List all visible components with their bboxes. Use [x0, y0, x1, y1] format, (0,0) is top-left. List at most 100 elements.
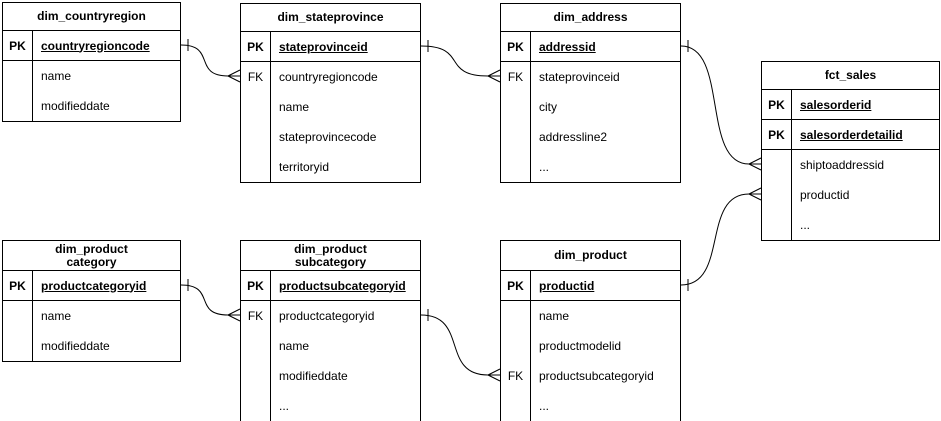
field-name: salesorderid — [800, 97, 872, 112]
field-name: stateprovinceid — [279, 39, 368, 54]
key-cell-empty — [501, 92, 531, 122]
row-dim_address-addressline2[interactable]: addressline2 — [501, 122, 680, 152]
row-dim_productsubcategory-productcategoryid[interactable]: FK productcategoryid — [241, 301, 420, 331]
row-dim_stateprovince-stateprovincecode[interactable]: stateprovincecode — [241, 122, 420, 152]
pk-badge: PK — [501, 32, 531, 61]
table-title[interactable]: fct_sales — [762, 62, 939, 90]
edge-curve[interactable] — [680, 193, 750, 286]
table-title[interactable]: dim_stateprovince — [241, 4, 420, 32]
cardinality-many-crow-foot — [227, 69, 241, 83]
pk-badge: PK — [3, 31, 33, 60]
row-dim_productsubcategory-more[interactable]: ... — [241, 391, 420, 421]
field-name: ... — [539, 399, 550, 413]
field-name: ... — [800, 218, 811, 232]
fk-badge: FK — [241, 62, 271, 92]
field-name: modifieddate — [41, 339, 110, 353]
table-title[interactable]: dim_product — [501, 241, 680, 271]
key-cell-empty — [241, 92, 271, 122]
row-dim_address-stateprovinceid[interactable]: FK stateprovinceid — [501, 62, 680, 92]
field-name: modifieddate — [279, 369, 348, 383]
key-cell-empty — [241, 391, 271, 421]
relationship-productsubcategory-to-product[interactable] — [420, 309, 501, 382]
row-dim_product-name[interactable]: name — [501, 301, 680, 331]
row-dim_address-addressid[interactable]: PK addressid — [501, 32, 680, 62]
row-dim_stateprovince-territoryid[interactable]: territoryid — [241, 152, 420, 182]
table-title[interactable]: dim_product category — [3, 241, 180, 271]
table-title[interactable]: dim_address — [501, 4, 680, 32]
relationship-product-to-fctsales[interactable] — [680, 187, 762, 291]
table-title[interactable]: dim_countryregion — [3, 3, 180, 31]
row-dim_address-city[interactable]: city — [501, 92, 680, 122]
row-dim_productcategory-modifieddate[interactable]: modifieddate — [3, 331, 180, 361]
field-name: name — [279, 100, 310, 114]
row-fct_sales-shiptoaddressid[interactable]: shiptoaddressid — [762, 150, 939, 180]
row-dim_countryregion-name[interactable]: name — [3, 61, 180, 91]
row-dim_productcategory-name[interactable]: name — [3, 301, 180, 331]
field-name: name — [41, 69, 72, 83]
field-name: name — [539, 309, 570, 323]
row-dim_productsubcategory-modifieddate[interactable]: modifieddate — [241, 361, 420, 391]
cardinality-many-crow-foot — [748, 187, 762, 201]
edge-curve[interactable] — [420, 314, 489, 376]
fk-badge: FK — [241, 301, 271, 331]
key-cell-empty — [3, 61, 33, 91]
edge-curve[interactable] — [180, 284, 229, 316]
key-cell-empty — [762, 210, 792, 240]
cardinality-many-crow-foot — [227, 308, 241, 322]
edge-curve[interactable] — [180, 44, 229, 77]
row-dim_stateprovince-name[interactable]: name — [241, 92, 420, 122]
edge-curve[interactable] — [680, 45, 750, 165]
field-name: stateprovincecode — [279, 130, 377, 144]
row-fct_sales-productid[interactable]: productid — [762, 180, 939, 210]
field-name: salesorderdetailid — [800, 127, 903, 142]
key-cell-empty — [241, 122, 271, 152]
row-dim_product-more[interactable]: ... — [501, 391, 680, 421]
row-dim_address-more[interactable]: ... — [501, 152, 680, 182]
field-name: name — [279, 339, 310, 353]
relationship-countryregion-to-stateprovince[interactable] — [180, 39, 241, 83]
field-name: productcategoryid — [279, 309, 375, 323]
relationship-address-to-fctsales[interactable] — [680, 40, 762, 171]
field-name: productsubcategoryid — [539, 369, 654, 383]
row-fct_sales-salesorderdetailid[interactable]: PK salesorderdetailid — [762, 120, 939, 150]
field-name: ... — [539, 160, 550, 174]
field-name: stateprovinceid — [539, 70, 620, 84]
relationship-productcategory-to-productsubcategory[interactable] — [180, 279, 241, 322]
field-name: ... — [279, 399, 290, 413]
key-cell-empty — [762, 150, 792, 180]
row-fct_sales-more[interactable]: ... — [762, 210, 939, 240]
fk-badge: FK — [501, 62, 531, 92]
row-dim_productsubcategory-name[interactable]: name — [241, 331, 420, 361]
field-name: modifieddate — [41, 99, 110, 113]
pk-badge: PK — [241, 271, 271, 300]
field-name: productmodelid — [539, 339, 622, 353]
key-cell-empty — [762, 180, 792, 210]
relationship-stateprovince-to-address[interactable] — [420, 40, 501, 83]
edge-curve[interactable] — [420, 45, 489, 77]
cardinality-many-crow-foot — [487, 69, 501, 83]
pk-badge: PK — [762, 120, 792, 149]
key-cell-empty — [501, 331, 531, 361]
field-name: addressid — [539, 39, 596, 54]
key-cell-empty — [241, 361, 271, 391]
row-dim_countryregion-modifieddate[interactable]: modifieddate — [3, 91, 180, 121]
row-dim_product-productmodelid[interactable]: productmodelid — [501, 331, 680, 361]
pk-badge: PK — [241, 32, 271, 61]
table-title[interactable]: dim_product subcategory — [241, 241, 420, 271]
row-dim_stateprovince-stateprovinceid[interactable]: PK stateprovinceid — [241, 32, 420, 62]
cardinality-many-crow-foot — [748, 157, 762, 171]
